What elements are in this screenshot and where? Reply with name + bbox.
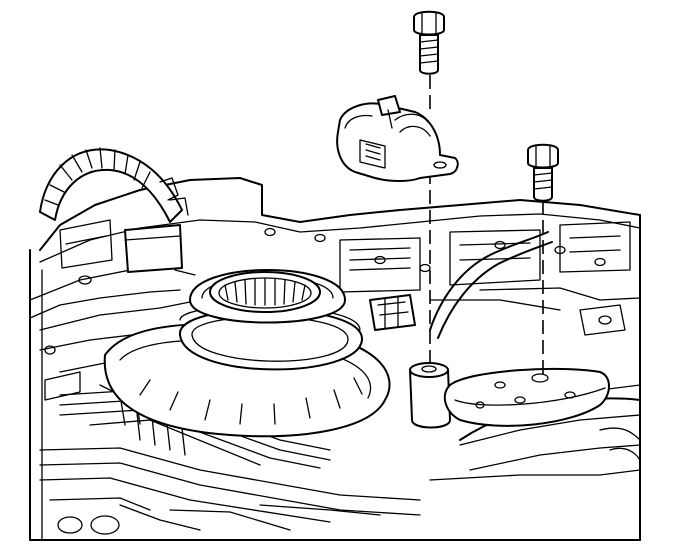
assembly-guide-lines	[429, 75, 544, 374]
lower-bolt-icon	[527, 143, 559, 202]
upper-bolt-icon	[413, 10, 445, 75]
wire-harness-icon	[39, 147, 553, 339]
connector-icon	[369, 294, 416, 331]
mounting-pad-icon	[443, 367, 610, 427]
mounting-boss-icon	[409, 362, 451, 429]
transmission-housing-icon	[29, 177, 641, 541]
bearing-ring-icon	[103, 269, 391, 438]
sensor-icon	[336, 95, 459, 182]
